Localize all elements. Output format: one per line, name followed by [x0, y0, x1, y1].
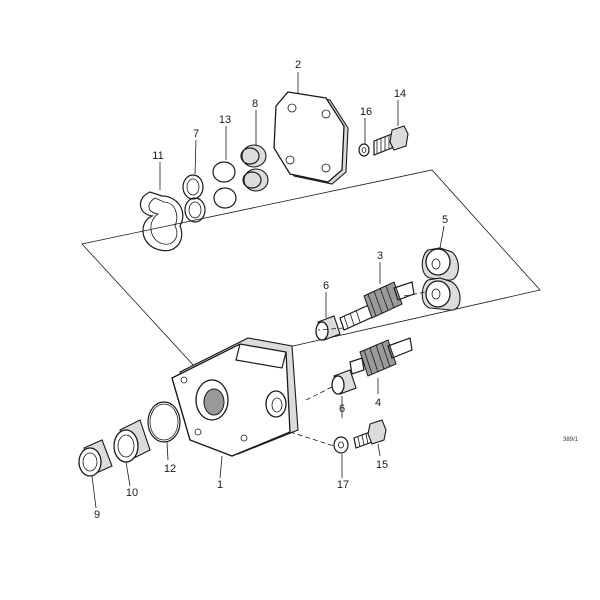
label-part-9: 9	[94, 509, 100, 521]
o-ring-pair	[212, 161, 237, 209]
label-part-10: 10	[126, 487, 138, 499]
label-part-6-upper: 6	[323, 280, 329, 292]
seal-ring-pair	[182, 174, 206, 223]
label-part-7: 7	[193, 128, 199, 140]
cap-bolt	[373, 125, 409, 156]
bearing-block	[421, 247, 461, 311]
o-ring-large	[147, 401, 181, 443]
label-part-16: 16	[360, 106, 372, 118]
drive-gear-shaft	[339, 281, 415, 331]
sleeve-lower	[331, 369, 357, 395]
label-part-6-lower: 6	[339, 403, 345, 415]
label-part-12: 12	[164, 463, 176, 475]
cover-plate	[273, 91, 349, 185]
label-part-5: 5	[442, 214, 448, 226]
figure-code: 389/1	[563, 437, 579, 443]
label-part-4: 4	[375, 397, 381, 409]
label-part-2: 2	[295, 59, 301, 71]
label-part-17: 17	[337, 479, 349, 491]
pump-body	[171, 337, 299, 457]
end-bushing	[78, 439, 113, 477]
gasket-figure8	[139, 191, 184, 252]
bearing-ring	[113, 419, 151, 463]
bushing-pair	[240, 144, 269, 192]
label-part-15: 15	[376, 459, 388, 471]
label-part-8: 8	[252, 98, 258, 110]
assembly-boundary	[81, 169, 541, 369]
sleeve-upper	[315, 315, 341, 341]
washer-small	[358, 143, 370, 157]
label-part-11: 11	[152, 150, 163, 162]
label-part-13: 13	[219, 114, 231, 126]
leader-lines	[91, 72, 445, 509]
washer-lower	[333, 436, 349, 454]
label-part-1: 1	[217, 479, 223, 491]
label-part-14: 14	[394, 88, 406, 100]
part-labels: 2 14 16 8 13 7 11 5 3 6 4 6 1 12 10 9 17…	[94, 59, 579, 521]
label-part-3: 3	[377, 250, 383, 262]
cap-bolt-lower	[353, 419, 387, 449]
driven-gear	[349, 337, 413, 377]
